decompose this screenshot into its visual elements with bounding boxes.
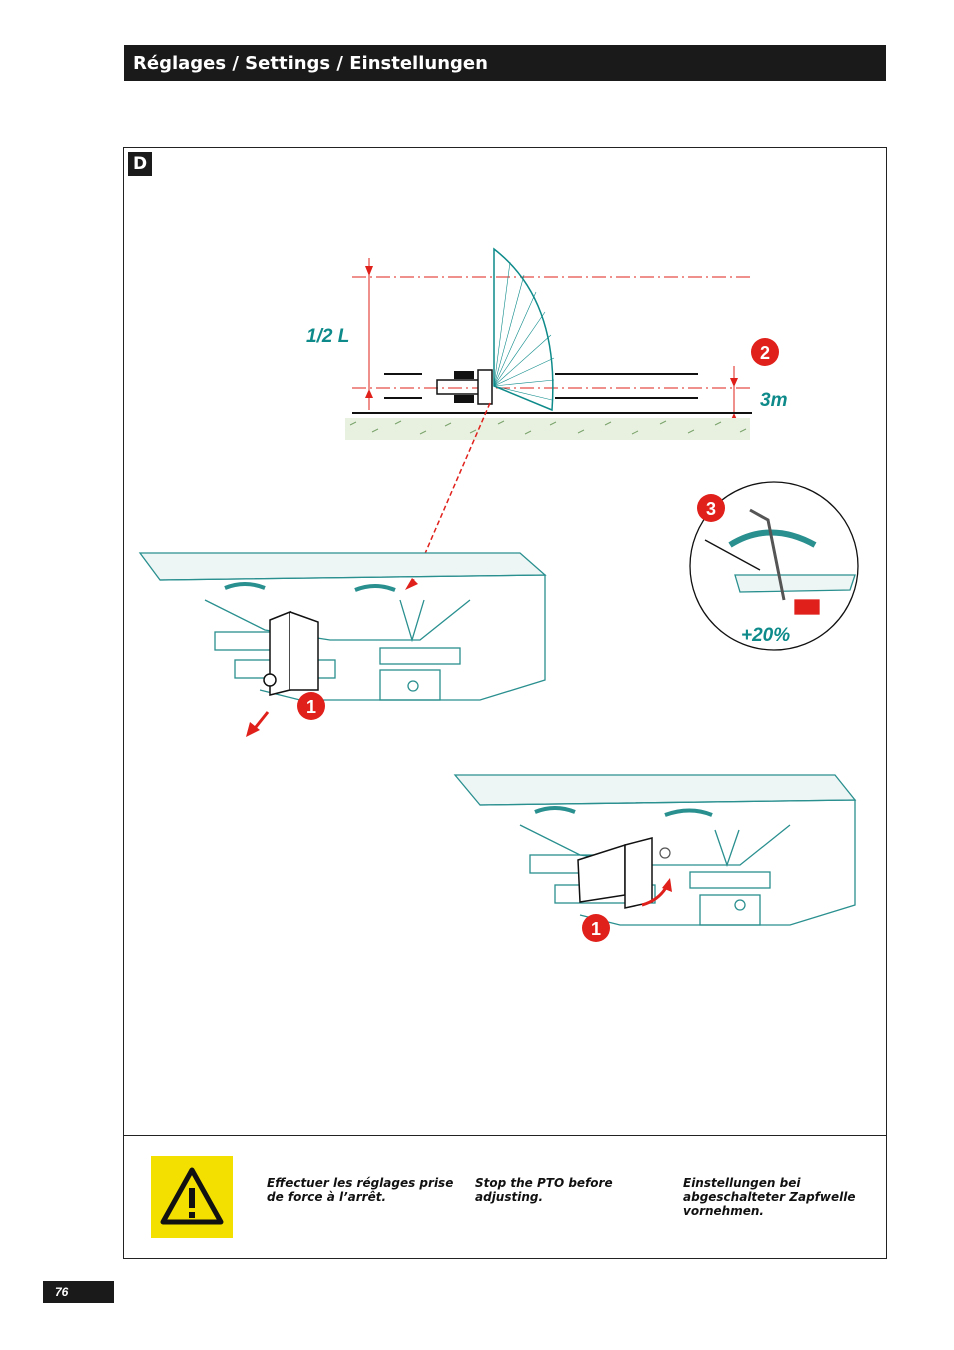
svg-text:1: 1 [306, 697, 316, 717]
callout-2: 2 [751, 338, 779, 366]
callout-1-bottom: 1 [582, 914, 610, 942]
section-badge: D [128, 152, 152, 176]
spreader-mechanism-open [453, 774, 857, 926]
half-width-label: 1/2 L [306, 326, 349, 347]
page-number-label: 76 [55, 1285, 69, 1299]
deflector-plate-1 [246, 610, 319, 737]
warning-triangle-icon [151, 1156, 233, 1238]
svg-text:1: 1 [591, 919, 601, 939]
warning-text-de: Einstellungen bei abgeschalteter Zapfwel… [683, 1176, 856, 1218]
content-frame [123, 147, 887, 1259]
lever-detail [689, 481, 859, 651]
page-title: Réglages / Settings / Einstellungen [133, 53, 488, 74]
callout-3: 3 [697, 494, 725, 522]
field-diagram [345, 247, 752, 590]
svg-text:2: 2 [760, 343, 770, 363]
spreader-mechanism-closed [138, 552, 547, 701]
warning-text-en: Stop the PTO before adjusting. [475, 1176, 613, 1204]
svg-text:3: 3 [706, 499, 716, 519]
page-number: 76 [43, 1281, 114, 1303]
percent-label: +20% [741, 625, 790, 646]
deflector-plate-2 [577, 837, 672, 909]
warning-text-fr: Effectuer les réglages prise de force à … [267, 1176, 454, 1204]
callout-1-top: 1 [297, 692, 325, 720]
header-bar: Réglages / Settings / Einstellungen [124, 45, 886, 81]
warning-divider [124, 1135, 886, 1136]
distance-label: 3m [760, 390, 788, 411]
